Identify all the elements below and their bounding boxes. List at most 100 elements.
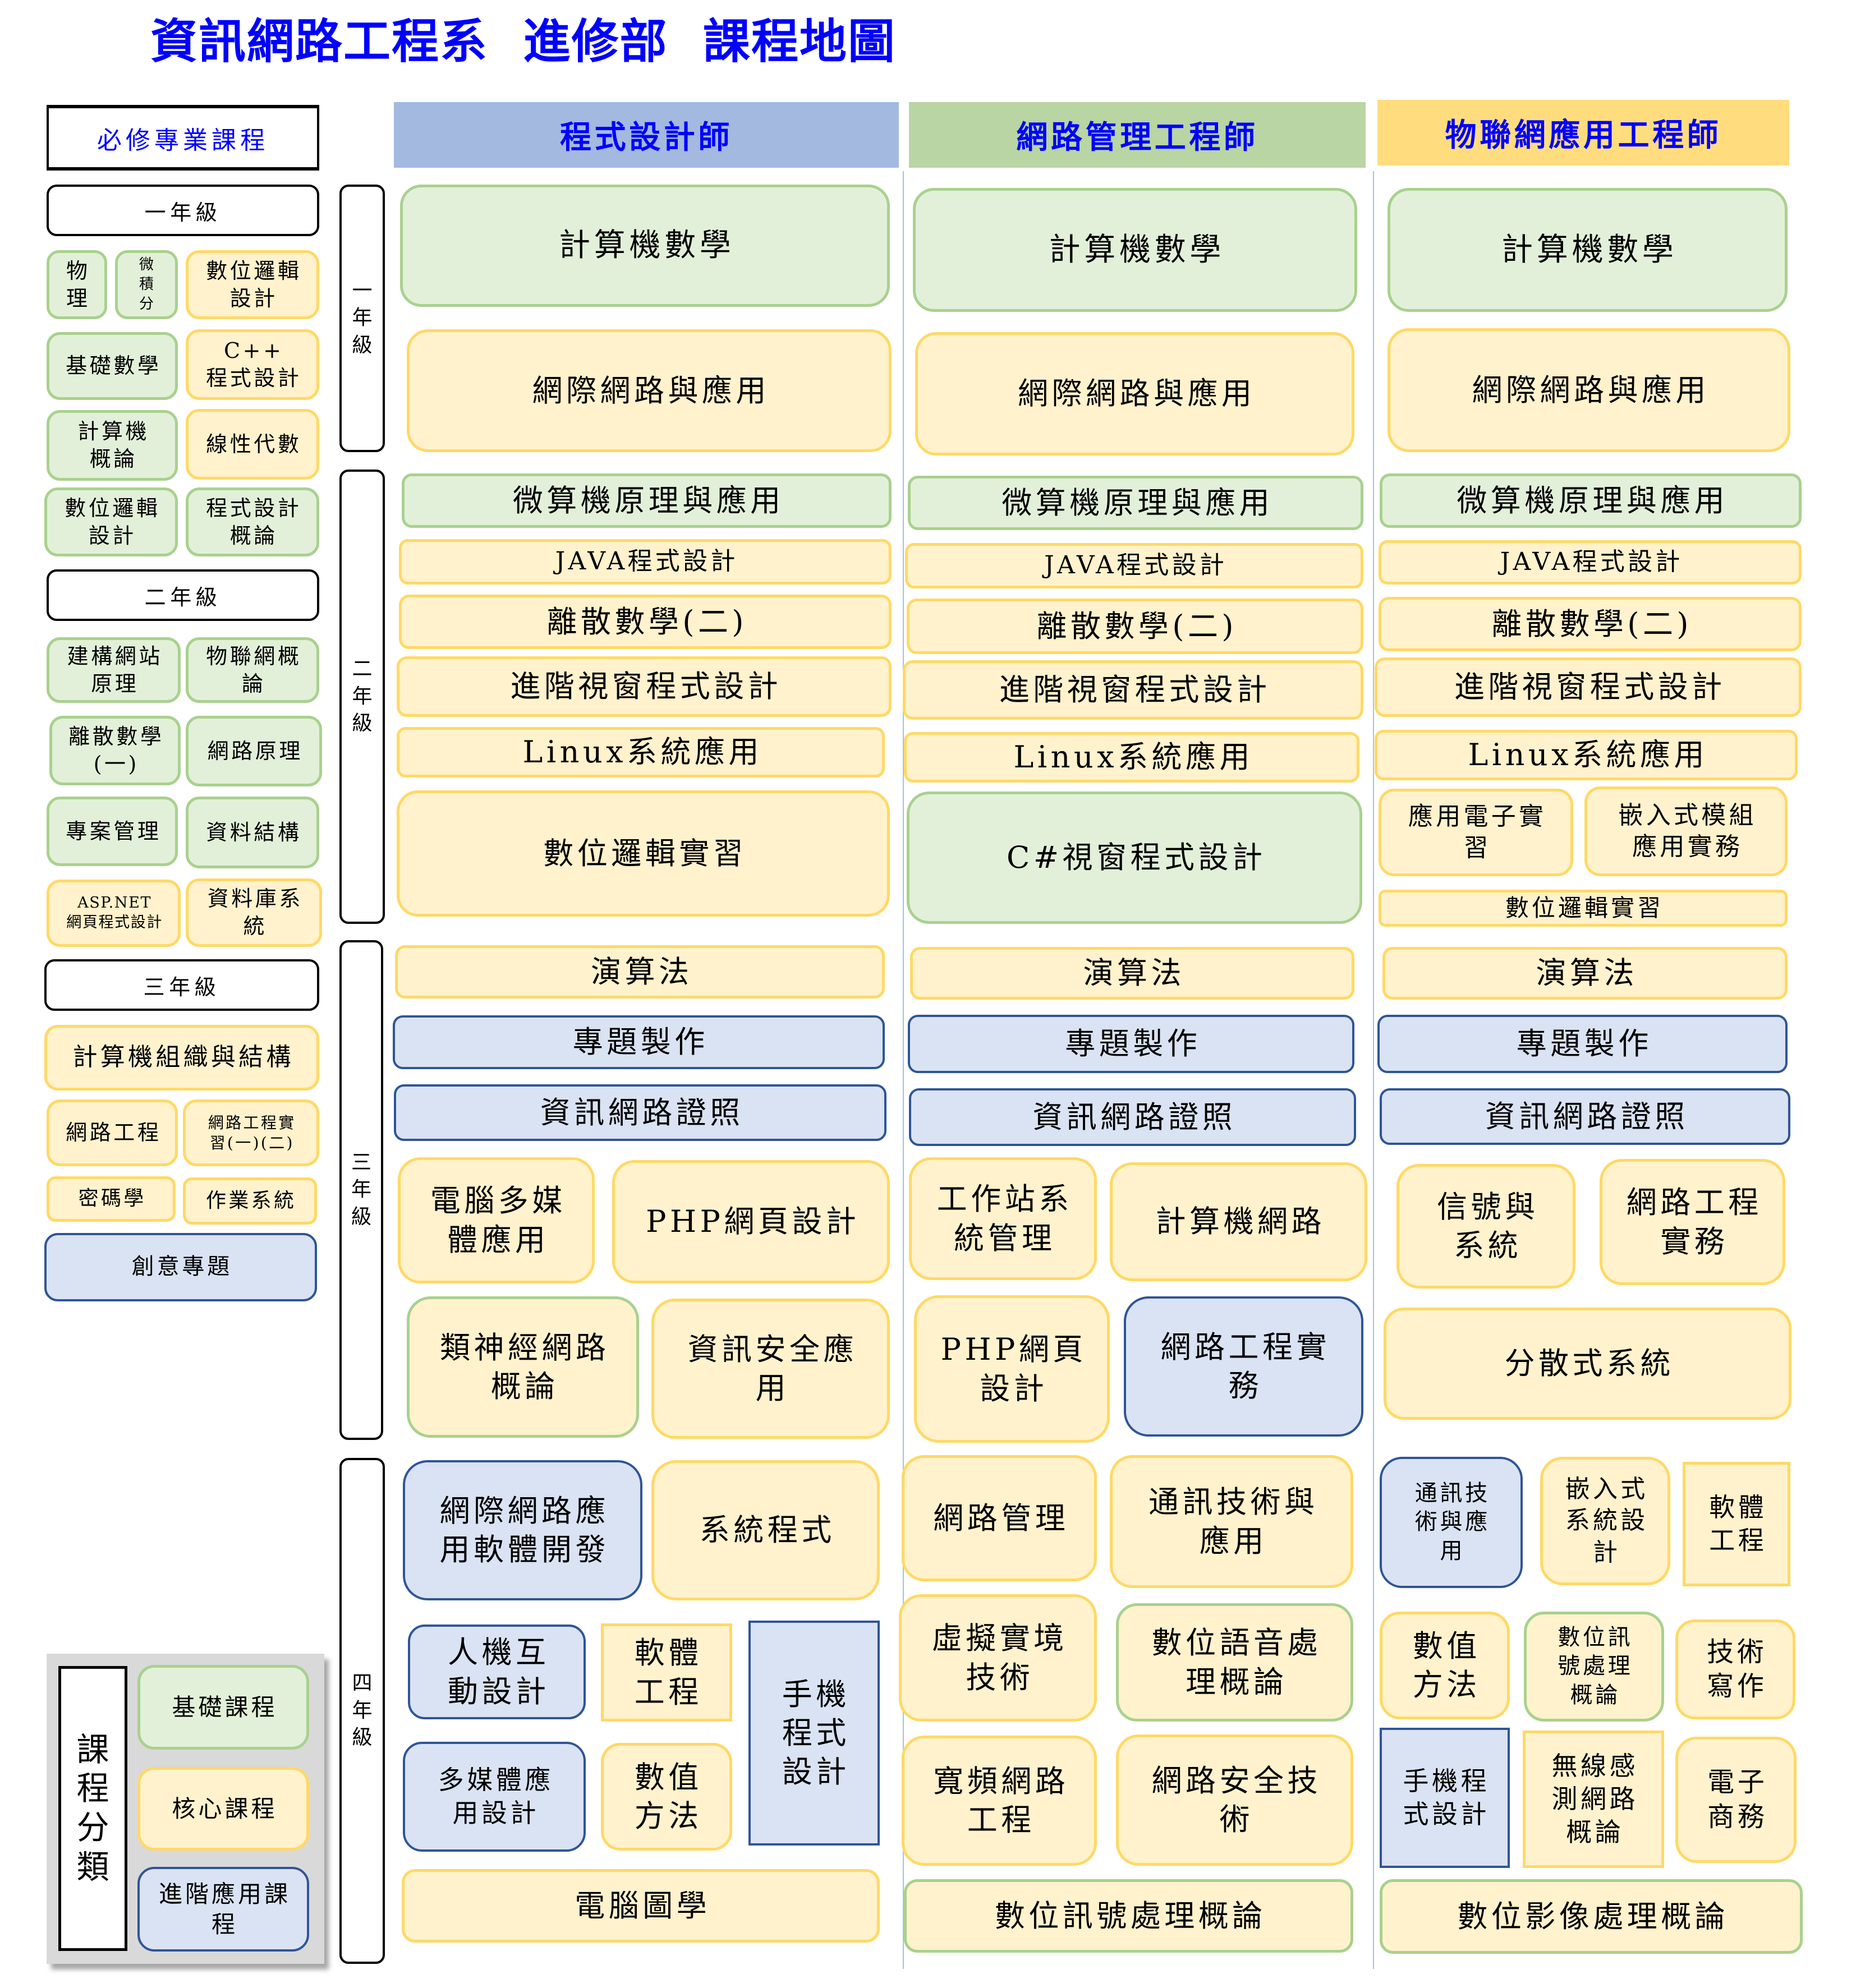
- year-bracket-label: 四 年 級: [352, 1672, 373, 1750]
- course-label: JAVA程式設計: [555, 547, 738, 576]
- course-label: 離散數學(二): [1491, 606, 1692, 642]
- course-card: 電子 商務: [1675, 1737, 1797, 1863]
- course-card: 軟體 工程: [601, 1623, 732, 1722]
- legend-title: 課 程 分 類: [58, 1666, 127, 1951]
- course-label: 物 理: [66, 258, 90, 311]
- year-bracket-1: 一 年 級: [339, 185, 385, 452]
- course-label: 資訊網路證照: [1032, 1099, 1237, 1135]
- course-card: 進階視窗程式設計: [903, 660, 1363, 720]
- year-bracket-label: 三 年 級: [351, 1151, 371, 1228]
- course-card: 嵌入式 系統設 計: [1540, 1457, 1670, 1585]
- required-year3-header: 三年級: [44, 959, 319, 1011]
- course-label: 數值 方法: [1412, 1628, 1481, 1702]
- course-card: JAVA程式設計: [905, 543, 1363, 588]
- course-label: 計算機數學: [1501, 231, 1678, 268]
- required-year1-header: 一年級: [47, 185, 319, 236]
- course-card: 數值 方法: [601, 1743, 732, 1851]
- course-label: JAVA程式設計: [1044, 551, 1228, 580]
- course-card: 網際網路應 用軟體開發: [403, 1460, 642, 1600]
- course-card: ASP.NET 網頁程式設計: [47, 880, 181, 947]
- course-card: Linux系統應用: [1375, 730, 1798, 780]
- year-label: 二年級: [144, 585, 222, 610]
- course-label: 網路工程 實務: [1626, 1185, 1762, 1259]
- course-label: 專題製作: [1065, 1026, 1201, 1062]
- course-card: 進階視窗程式設計: [1375, 657, 1802, 717]
- course-card: 演算法: [395, 945, 885, 998]
- course-label: 軟體 工程: [1709, 1492, 1767, 1556]
- course-card: 演算法: [910, 947, 1354, 1000]
- course-label: 資料結構: [206, 820, 302, 845]
- course-label: 資訊網路證照: [1485, 1098, 1689, 1134]
- course-label: 線性代數: [206, 431, 302, 457]
- course-label: Linux系統應用: [522, 734, 762, 770]
- course-label: C#視窗程式設計: [1007, 840, 1266, 876]
- course-card: 計算機數學: [913, 188, 1357, 312]
- course-card: 軟體 工程: [1683, 1462, 1790, 1586]
- course-label: 網路工程實 務: [1160, 1329, 1330, 1403]
- course-card: 電腦圖學: [402, 1869, 880, 1943]
- year-label: 三年級: [143, 974, 220, 1000]
- course-card: 計算機數學: [1388, 188, 1788, 312]
- course-card: 進階視窗程式設計: [397, 656, 892, 717]
- course-label: 網路工程: [66, 1120, 162, 1145]
- course-label: 程式設計 概論: [206, 495, 302, 548]
- course-card: 電腦多媒 體應用: [398, 1157, 595, 1283]
- course-label: 基礎數學: [66, 353, 162, 379]
- course-label: 離散數學 (一): [68, 724, 164, 776]
- course-card: 密碼學: [47, 1176, 176, 1222]
- legend-item-label: 核心課程: [172, 1794, 278, 1823]
- course-card: 程式設計 概論: [186, 487, 319, 556]
- course-card: 網際網路與應用: [1388, 328, 1790, 452]
- course-label: 信號與 系統: [1437, 1189, 1539, 1263]
- year-bracket-3: 三 年 級: [339, 940, 383, 1440]
- track-header-programmer: 程式設計師: [394, 102, 899, 168]
- course-label: 通訊技術與 應用: [1148, 1484, 1319, 1559]
- course-label: 手機 程式 設計: [782, 1676, 850, 1790]
- track-name: 程式設計師: [560, 119, 733, 156]
- course-card: 微算機原理與應用: [1380, 473, 1802, 528]
- year-bracket-4: 四 年 級: [339, 1458, 385, 1964]
- course-label: 寬頻網路 工程: [933, 1763, 1069, 1838]
- legend-item-basic: 基礎課程: [137, 1665, 309, 1750]
- course-label: 演算法: [1083, 955, 1185, 991]
- course-card: JAVA程式設計: [399, 539, 892, 585]
- legend-item-label: 進階應用課 程: [158, 1880, 291, 1938]
- page-title: 資訊網路工程系 進修部 課程地圖: [150, 14, 896, 69]
- course-card: 建構網站 原理: [47, 637, 181, 703]
- course-card: 數位影像處理概論: [1380, 1879, 1803, 1954]
- course-card: 創意專題: [44, 1233, 317, 1301]
- course-card: 資訊網路證照: [1380, 1088, 1790, 1145]
- course-card: 通訊技術與 應用: [1110, 1455, 1353, 1588]
- course-label: 密碼學: [78, 1187, 146, 1211]
- year-bracket-label: 一 年 級: [352, 279, 373, 357]
- course-label: 資訊安全應 用: [687, 1331, 857, 1406]
- course-card: 數位邏輯實習: [397, 790, 890, 917]
- course-card: 類神經網路 概論: [407, 1296, 639, 1438]
- course-card: 基礎數學: [47, 332, 178, 400]
- course-card: 通訊技 術與應 用: [1380, 1457, 1523, 1588]
- track-name: 物聯網應用工程師: [1445, 117, 1722, 154]
- course-card: 計算機數學: [400, 185, 890, 307]
- course-card: 網路工程實 習(一)(二): [183, 1099, 319, 1166]
- course-card: 資料結構: [186, 797, 319, 868]
- course-label: 創意專題: [131, 1254, 232, 1280]
- course-label: 網際網路與應用: [1472, 372, 1710, 408]
- year-bracket-label: 二 年 級: [352, 657, 373, 735]
- course-label: 網際網路應 用軟體開發: [439, 1493, 609, 1567]
- course-label: 通訊技 術與應 用: [1414, 1480, 1491, 1564]
- course-card: 工作站系 統管理: [909, 1157, 1097, 1280]
- course-card: 離散數學(二): [907, 599, 1363, 654]
- course-card: 人機互 動設計: [408, 1625, 586, 1719]
- course-card: 多媒體應 用設計: [403, 1742, 586, 1852]
- year-label: 一年級: [144, 200, 222, 225]
- course-card: 無線感 測網路 概論: [1523, 1731, 1664, 1868]
- course-card: 網路原理: [186, 716, 322, 786]
- course-card: 微算機原理與應用: [908, 476, 1363, 530]
- course-label: 計算機網路: [1155, 1204, 1325, 1240]
- course-card: 網路工程實 務: [1124, 1296, 1363, 1437]
- course-label: 計算機數學: [1049, 231, 1225, 268]
- course-card: 手機 程式 設計: [748, 1621, 880, 1846]
- course-label: 應用電子實 習: [1408, 802, 1547, 862]
- column-separator: [1373, 171, 1374, 1969]
